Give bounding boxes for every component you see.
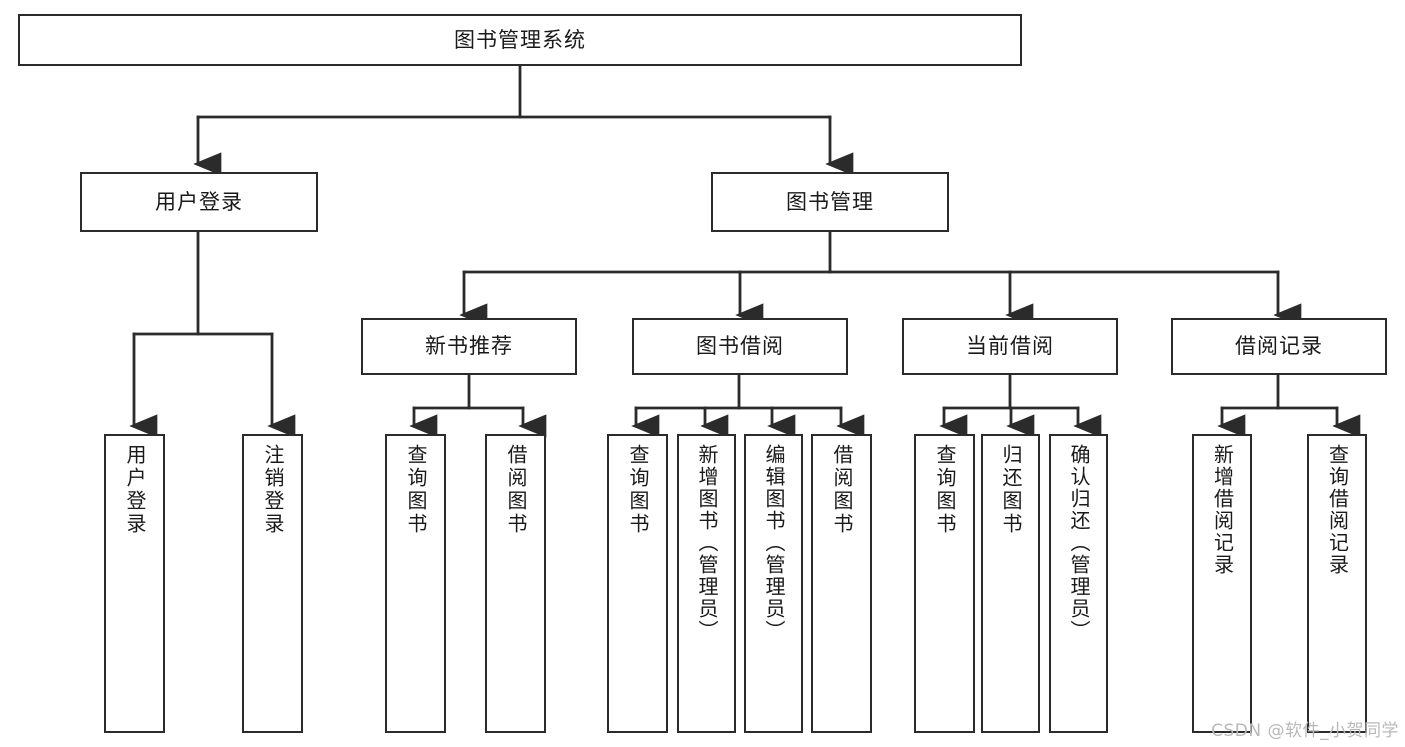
leaf-borrow-book-2[interactable]: 借阅图书 xyxy=(811,434,872,733)
csdn-watermark: CSDN @软件_小贺同学 xyxy=(1211,721,1399,741)
leaf-edit-book-label: 编辑图书（管理员） xyxy=(762,444,786,642)
node-book-borrow[interactable]: 图书借阅 xyxy=(632,318,848,375)
leaf-user-login-label: 用户登录 xyxy=(123,444,147,536)
node-book-manage-label: 图书管理 xyxy=(786,189,874,214)
node-borrow-record[interactable]: 借阅记录 xyxy=(1171,318,1387,375)
leaf-add-record[interactable]: 新增借阅记录 xyxy=(1192,434,1252,733)
node-current-borrow-label: 当前借阅 xyxy=(966,334,1054,359)
leaf-borrow-book-2-label: 借阅图书 xyxy=(830,444,854,536)
leaf-query-book-3[interactable]: 查询图书 xyxy=(914,434,975,733)
node-user-login-label: 用户登录 xyxy=(155,189,243,214)
leaf-query-book-2[interactable]: 查询图书 xyxy=(607,434,668,733)
leaf-logout[interactable]: 注销登录 xyxy=(242,434,303,733)
leaf-query-book-1[interactable]: 查询图书 xyxy=(385,434,446,733)
node-user-login[interactable]: 用户登录 xyxy=(80,172,318,232)
node-current-borrow[interactable]: 当前借阅 xyxy=(902,318,1118,375)
leaf-query-record[interactable]: 查询借阅记录 xyxy=(1307,434,1367,733)
leaf-query-book-2-label: 查询图书 xyxy=(626,444,650,536)
leaf-confirm-return-label: 确认归还（管理员） xyxy=(1067,444,1091,642)
node-root-label: 图书管理系统 xyxy=(454,27,586,52)
leaf-logout-label: 注销登录 xyxy=(261,444,285,536)
node-root[interactable]: 图书管理系统 xyxy=(18,14,1022,66)
node-new-book-recommend-label: 新书推荐 xyxy=(425,334,513,359)
leaf-add-book-label: 新增图书（管理员） xyxy=(695,444,719,642)
leaf-query-book-1-label: 查询图书 xyxy=(404,444,428,536)
leaf-add-record-label: 新增借阅记录 xyxy=(1210,444,1235,576)
node-book-borrow-label: 图书借阅 xyxy=(696,334,784,359)
leaf-query-record-label: 查询借阅记录 xyxy=(1325,444,1350,576)
leaf-return-book-label: 归还图书 xyxy=(999,444,1023,536)
leaf-return-book[interactable]: 归还图书 xyxy=(981,434,1040,733)
leaf-borrow-book-1-label: 借阅图书 xyxy=(504,444,528,536)
leaf-user-login[interactable]: 用户登录 xyxy=(104,434,165,733)
leaf-query-book-3-label: 查询图书 xyxy=(933,444,957,536)
node-new-book-recommend[interactable]: 新书推荐 xyxy=(361,318,577,375)
node-book-manage[interactable]: 图书管理 xyxy=(711,172,949,232)
leaf-edit-book[interactable]: 编辑图书（管理员） xyxy=(744,434,803,733)
node-borrow-record-label: 借阅记录 xyxy=(1235,334,1323,359)
leaf-borrow-book-1[interactable]: 借阅图书 xyxy=(485,434,546,733)
leaf-add-book[interactable]: 新增图书（管理员） xyxy=(677,434,736,733)
leaf-confirm-return[interactable]: 确认归还（管理员） xyxy=(1049,434,1108,733)
